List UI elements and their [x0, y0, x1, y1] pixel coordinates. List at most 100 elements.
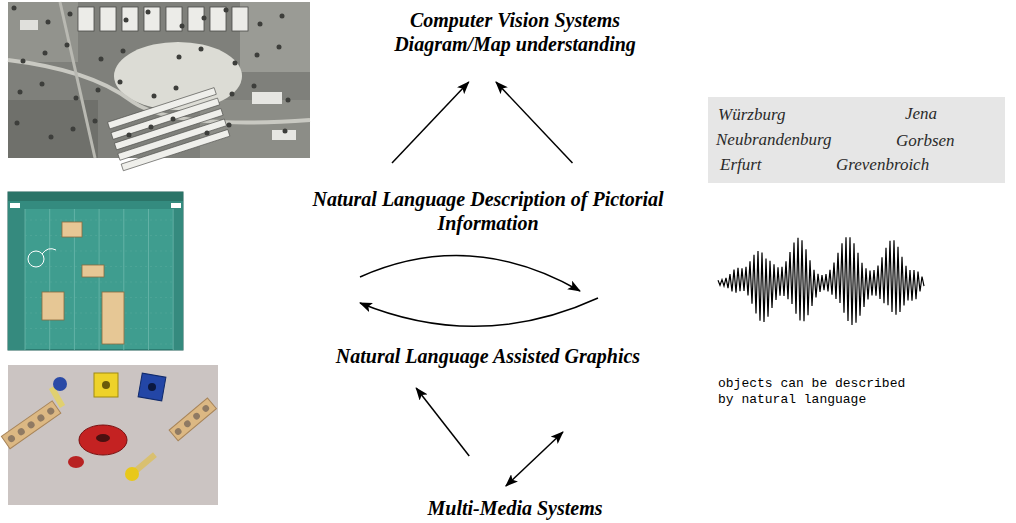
aerial-photo [8, 2, 310, 171]
calendar-screenshot [8, 192, 183, 350]
aerial-photo [96, 88, 101, 93]
aerial-photo [21, 59, 26, 64]
parts-photo [96, 434, 110, 442]
arrow-connector [496, 82, 573, 163]
calendar-screenshot [8, 209, 25, 350]
calendar-screenshot [10, 203, 20, 208]
aerial-photo [20, 20, 38, 30]
parts-photo [201, 404, 210, 413]
parts-photo [46, 406, 56, 416]
parts-photo [8, 365, 218, 505]
caption-note: objects can be described by natural lang… [718, 376, 923, 408]
calendar-screenshot [25, 209, 26, 350]
aerial-photo [46, 20, 51, 25]
handwritten-word: Würzburg [718, 107, 785, 123]
aerial-photo [15, 121, 20, 126]
parts-photo [7, 434, 17, 444]
aerial-photo [12, 6, 17, 11]
parts-photo [192, 411, 201, 420]
aerial-photo [144, 7, 160, 31]
aerial-photo [60, 2, 95, 158]
aerial-photo [286, 98, 291, 103]
concept-title: Computer Vision Systems Diagram/Map unde… [383, 8, 647, 56]
aerial-photo [118, 80, 123, 85]
calendar-screenshot [173, 209, 183, 350]
parts-photo [68, 456, 84, 468]
aerial-photo [255, 53, 260, 58]
aerial-photo [121, 129, 230, 170]
calendar-screenshot [42, 249, 56, 254]
calendar-screenshot [173, 209, 174, 350]
parts-photo [125, 467, 139, 481]
parts-photo [1, 365, 218, 505]
aerial-photo [100, 7, 116, 31]
aerial-photo [146, 10, 151, 15]
aerial-photo [40, 82, 45, 87]
aerial-photo [199, 47, 204, 52]
cycle-arc [360, 256, 580, 291]
aerial-photo [177, 55, 182, 60]
aerial-photo [233, 61, 238, 66]
parts-photo [169, 398, 216, 441]
aerial-photo [166, 7, 182, 31]
aerial-photo [174, 86, 179, 91]
calendar-screenshot [8, 192, 183, 201]
calendar-screenshot [102, 292, 124, 344]
calendar-screenshot [49, 209, 50, 350]
aerial-photo [205, 131, 210, 136]
parts-photo [1, 401, 60, 449]
calendar-screenshot [62, 222, 82, 237]
speech-waveform [718, 237, 924, 325]
concept-heading: Computer Vision Systems Diagram/Map unde… [379, 6, 651, 58]
aerial-photo [124, 18, 129, 23]
calendar-screenshot [42, 292, 64, 320]
handwritten-word: Erfurt [720, 157, 762, 173]
concept-title: Natural Language Assisted Graphics [336, 344, 640, 368]
aerial-photo [127, 133, 132, 138]
arrow-connector [506, 432, 563, 486]
calendar-screenshot [25, 344, 173, 345]
calendar-screenshot [99, 209, 100, 350]
concept-title: Natural Language Description of Pictoria… [300, 187, 676, 235]
aerial-photo [65, 43, 70, 48]
calendar-screenshot [82, 265, 104, 277]
aerial-photo [18, 90, 23, 95]
calendar-screenshot [25, 328, 173, 329]
arrow-connector [392, 82, 469, 163]
aerial-photo [49, 135, 54, 140]
calendar-screenshot [25, 220, 173, 221]
aerial-photo [277, 45, 282, 50]
aerial-photo [188, 7, 204, 31]
calendar-screenshot [8, 201, 183, 209]
cycle-arc [360, 298, 598, 326]
parts-photo [183, 419, 192, 428]
aerial-photo [152, 94, 157, 99]
handwritten-word: Grevenbroich [836, 157, 929, 173]
aerial-photo [280, 14, 285, 19]
concept-title: Multi-Media Systems [427, 496, 602, 520]
aerial-photo [43, 51, 48, 56]
aerial-photo [252, 92, 282, 104]
parts-photo [1, 401, 60, 449]
concept-heading: Natural Language Description of Pictoria… [296, 185, 680, 237]
aerial-photo [230, 92, 235, 97]
parts-photo [79, 425, 127, 455]
handwriting-card [708, 97, 1005, 183]
calendar-screenshot [25, 251, 173, 252]
aerial-photo [258, 22, 263, 27]
aerial-photo [122, 7, 138, 31]
parts-photo [94, 373, 118, 397]
aerial-photo [121, 49, 126, 54]
aerial-photo [252, 84, 257, 89]
concept-heading: Natural Language Assisted Graphics [332, 342, 644, 370]
parts-photo [53, 377, 67, 391]
parts-photo [16, 427, 26, 437]
aerial-photo [78, 7, 94, 31]
aerial-photo [240, 2, 310, 72]
aerial-photo [74, 96, 79, 101]
parts-photo [169, 398, 216, 441]
aerial-photo [8, 2, 310, 158]
